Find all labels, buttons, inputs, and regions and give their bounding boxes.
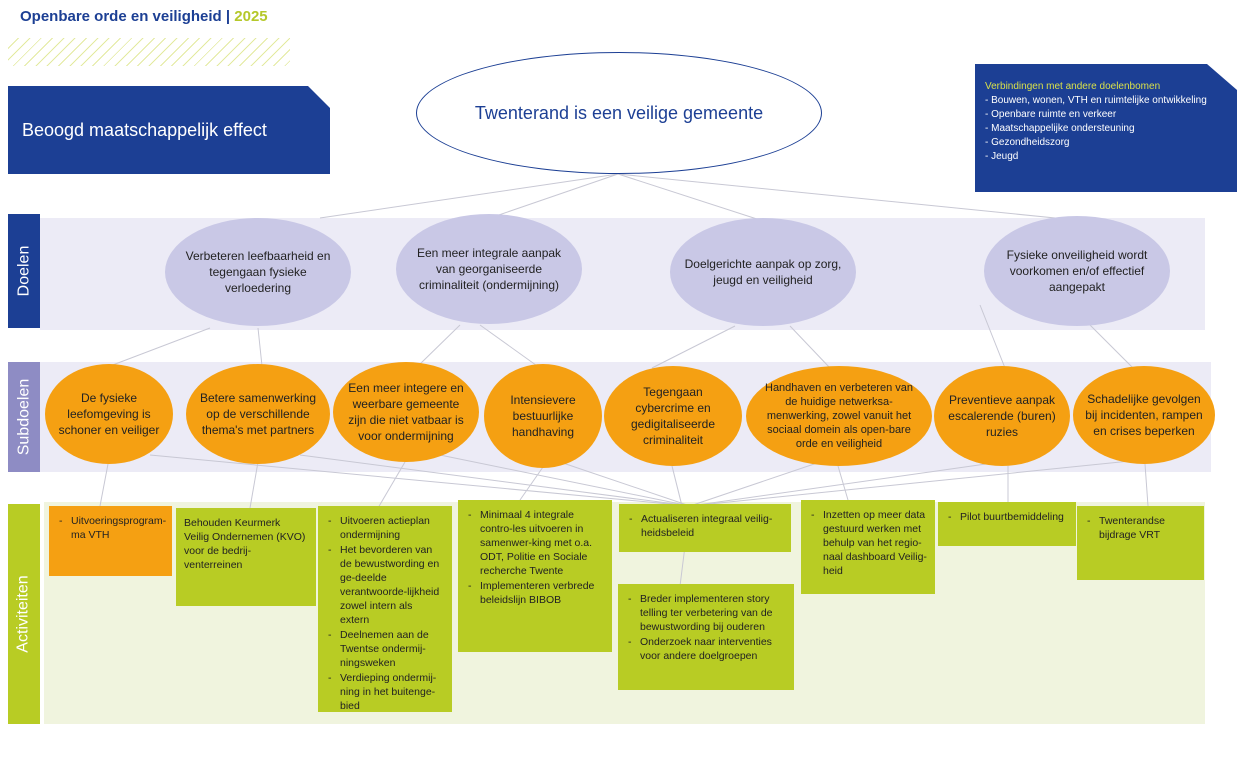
main-goal-text: Twenterand is een veilige gemeente (474, 102, 764, 123)
subgoal-text: De fysieke leefomgeving is schoner en ve… (58, 391, 160, 437)
activity-card: Inzetten op meer data gestuurd werken me… (801, 500, 935, 594)
goal-ellipse: Fysieke onveiligheid wordt voorkomen en/… (984, 216, 1170, 326)
subgoal-ellipse: Preventieve aanpak escalerende (buren) r… (934, 366, 1070, 466)
subgoal-text: Tegengaan cybercrime en gedigitaliseerde… (630, 385, 716, 447)
activity-item: Implementeren verbrede beleidslijn BIBOB (466, 579, 604, 607)
activity-card: Uitvoeren actieplan ondermijning Het bev… (318, 506, 452, 712)
subgoal-ellipse: Schadelijke gevolgen bij incidenten, ram… (1073, 366, 1215, 464)
connections-title: Verbindingen met andere doelenbomen (985, 81, 1161, 92)
activities-band-label: Activiteiten (15, 575, 32, 653)
activity-item: Uitvoeren actieplan ondermijning (326, 514, 444, 542)
subgoal-text: Betere samenwerking op de verschillende … (199, 391, 317, 437)
subgoal-text: Een meer integere en weerbare gemeente z… (348, 381, 464, 443)
main-goal-ellipse: Twenterand is een veilige gemeente (416, 52, 822, 174)
activity-card: Twenterandse bijdrage VRT (1077, 506, 1204, 580)
title-separator: | (221, 8, 235, 25)
activity-card: Pilot buurtbemiddeling (938, 502, 1076, 546)
subgoal-ellipse: De fysieke leefomgeving is schoner en ve… (45, 364, 173, 464)
activity-item: Breder implementeren story telling ter v… (626, 592, 786, 634)
activity-item: Uitvoeringsprogram-ma VTH (57, 514, 166, 542)
activity-item: Verdieping ondermij-ning in het buitenge… (326, 671, 444, 713)
connection-item: - Jeugd (985, 151, 1019, 162)
subgoals-band-label: Subdoelen (15, 378, 33, 456)
effect-label-box: Beoogd maatschappelijk effect (8, 86, 330, 174)
connection-item: - Bouwen, wonen, VTH en ruimtelijke ontw… (985, 95, 1207, 106)
goal-ellipse: Een meer integrale aanpak van georganise… (396, 214, 582, 324)
subgoal-text: Preventieve aanpak escalerende (buren) r… (948, 393, 1056, 439)
page-year: 2025 (234, 8, 268, 25)
goal-text: Fysieke onveiligheid wordt voorkomen en/… (1006, 248, 1148, 294)
activity-card: Uitvoeringsprogram-ma VTH (49, 506, 172, 576)
activity-item: Deelnemen aan de Twentse ondermij-ningsw… (326, 628, 444, 670)
subgoal-ellipse: Handhaven en verbeteren van de huidige n… (746, 366, 932, 466)
page-title-text: Openbare orde en veiligheid (20, 8, 222, 25)
goals-side-label: Doelen (8, 214, 40, 328)
connection-item: - Maatschappelijke ondersteuning (985, 123, 1135, 134)
header-hatch-decoration (8, 38, 290, 66)
subgoal-ellipse: Tegengaan cybercrime en gedigitaliseerde… (604, 366, 742, 466)
goal-ellipse: Doelgerichte aanpak op zorg, jeugd en ve… (670, 218, 856, 326)
goals-band-label: Doelen (15, 245, 33, 297)
subgoals-side-label: Subdoelen (8, 362, 40, 472)
activity-card: Actualiseren integraal veilig-heidsbelei… (619, 504, 791, 552)
activity-item: Pilot buurtbemiddeling (946, 510, 1068, 524)
goal-text: Doelgerichte aanpak op zorg, jeugd en ve… (684, 257, 842, 287)
goal-ellipse: Verbeteren leefbaarheid en tegengaan fys… (165, 218, 351, 326)
activity-item: Onderzoek naar interventies voor andere … (626, 635, 786, 663)
activity-item: Minimaal 4 integrale contro-les uitvoere… (466, 508, 604, 578)
subgoal-ellipse: Betere samenwerking op de verschillende … (186, 364, 330, 464)
goal-text: Een meer integrale aanpak van georganise… (416, 246, 562, 292)
activity-item: Inzetten op meer data gestuurd werken me… (809, 508, 927, 578)
activity-item: Behouden Keurmerk Veilig Ondernemen (KVO… (184, 517, 306, 571)
subgoal-text: Intensievere bestuurlijke handhaving (510, 393, 576, 439)
effect-label: Beoogd maatschappelijk effect (22, 119, 267, 140)
connection-item: - Openbare ruimte en verkeer (985, 109, 1117, 120)
connections-box: Verbindingen met andere doelenbomen - Bo… (975, 64, 1237, 192)
activity-item: Het bevorderen van de bewustwording en g… (326, 543, 444, 627)
activity-card: Behouden Keurmerk Veilig Ondernemen (KVO… (176, 508, 316, 606)
subgoal-text: Handhaven en verbeteren van de huidige n… (765, 382, 913, 450)
activity-card: Breder implementeren story telling ter v… (618, 584, 794, 690)
goal-text: Verbeteren leefbaarheid en tegengaan fys… (185, 249, 331, 295)
subgoal-text: Schadelijke gevolgen bij incidenten, ram… (1085, 392, 1203, 438)
subgoal-ellipse: Intensievere bestuurlijke handhaving (484, 364, 602, 468)
activity-item: Actualiseren integraal veilig-heidsbelei… (627, 512, 783, 540)
activity-item: Twenterandse bijdrage VRT (1085, 514, 1196, 542)
subgoal-ellipse: Een meer integere en weerbare gemeente z… (333, 362, 479, 462)
connection-item: - Gezondheidszorg (985, 137, 1070, 148)
page-title: Openbare orde en veiligheid | 2025 (20, 8, 268, 25)
activities-side-label: Activiteiten (8, 504, 40, 724)
activity-card: Minimaal 4 integrale contro-les uitvoere… (458, 500, 612, 652)
